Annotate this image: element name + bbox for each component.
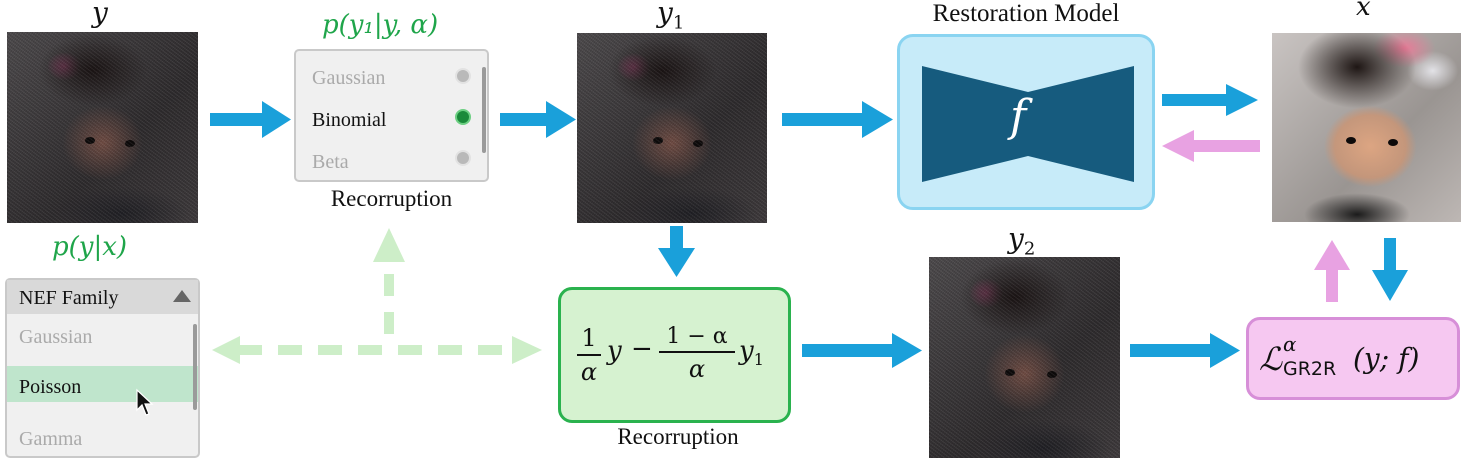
- nef-family-selector[interactable]: NEF Family Gaussian Poisson Gamma: [5, 278, 200, 458]
- loss-superscript: α: [1283, 332, 1297, 356]
- model-f-symbol: f: [1010, 91, 1027, 142]
- noisy-image-y2: [929, 257, 1120, 458]
- fraction-1: 1 α: [577, 324, 601, 386]
- x-hat-label: x̂: [1356, 0, 1371, 22]
- bowtie-network-icon: [922, 66, 1134, 182]
- loss-symbol: ℒ: [1259, 340, 1283, 378]
- y1-label: y1: [657, 0, 685, 34]
- nef-family-header[interactable]: NEF Family: [7, 280, 198, 314]
- mouse-cursor-icon: [136, 388, 154, 416]
- p-y1-label: p(y₁|y, α): [322, 10, 439, 40]
- arrow-loss-to-xhat: [1314, 240, 1350, 302]
- noisy-image-y: [7, 32, 198, 223]
- noise-option-gaussian[interactable]: Gaussian: [312, 67, 386, 89]
- nef-option-gamma[interactable]: Gamma: [19, 428, 83, 450]
- dashed-arrow-right-head: [512, 336, 542, 364]
- y-label: y: [92, 0, 108, 29]
- formula-minus: −: [631, 334, 653, 364]
- nef-option-poisson[interactable]: Poisson: [19, 376, 82, 398]
- nef-scrollbar[interactable]: [193, 324, 197, 410]
- noise-scrollbar[interactable]: [482, 67, 486, 153]
- arrow-xhat-to-model: [1162, 130, 1260, 162]
- noise-option-beta[interactable]: Beta: [312, 151, 349, 173]
- dashed-arrow-left-head: [212, 336, 240, 364]
- recorruption-noise-selector[interactable]: Gaussian Binomial Beta: [294, 49, 489, 182]
- gr2r-loss-box: ℒ α GR2R (y; f): [1246, 317, 1460, 400]
- recorruption-formula-box: 1 α y − 1 − α α y1: [558, 287, 791, 423]
- recorruption-top-caption: Recorruption: [330, 186, 453, 211]
- arrow-selector-to-y1: [500, 101, 576, 138]
- loss-args: (y; f): [1353, 342, 1420, 375]
- restored-image-x-hat: [1272, 33, 1461, 222]
- arrow-xhat-to-loss: [1372, 238, 1408, 301]
- noise-option-binomial[interactable]: Binomial: [312, 109, 387, 131]
- collapse-triangle-icon[interactable]: [173, 290, 191, 302]
- arrow-y1-to-formula: [658, 226, 695, 277]
- nef-family-title: NEF Family: [19, 287, 119, 309]
- radio-binomial[interactable]: [455, 109, 471, 125]
- formula-y: y: [607, 336, 622, 366]
- recorruption-bottom-caption: Recorruption: [617, 424, 739, 449]
- noisy-image-y1: [577, 33, 767, 223]
- formula-y1: y1: [739, 336, 764, 370]
- p-y-given-x-label: p(y|x): [52, 232, 128, 262]
- arrow-formula-to-y2: [802, 333, 922, 368]
- arrow-y1-to-model: [782, 101, 893, 138]
- fraction-2: 1 − α α: [659, 324, 735, 383]
- loss-subscript: GR2R: [1283, 358, 1337, 380]
- y2-label: y2: [1008, 222, 1036, 260]
- arrow-y-to-selector: [210, 101, 291, 138]
- radio-gaussian[interactable]: [455, 68, 471, 84]
- arrow-y2-to-loss: [1130, 333, 1240, 368]
- restoration-model-title: Restoration Model: [932, 0, 1120, 27]
- radio-beta[interactable]: [455, 150, 471, 166]
- nef-option-gaussian[interactable]: Gaussian: [19, 326, 93, 348]
- nef-option-poisson-highlight[interactable]: [7, 366, 198, 402]
- restoration-model-box: f: [897, 34, 1155, 210]
- dashed-arrow-up-head: [373, 228, 405, 262]
- arrow-model-to-xhat: [1162, 84, 1258, 116]
